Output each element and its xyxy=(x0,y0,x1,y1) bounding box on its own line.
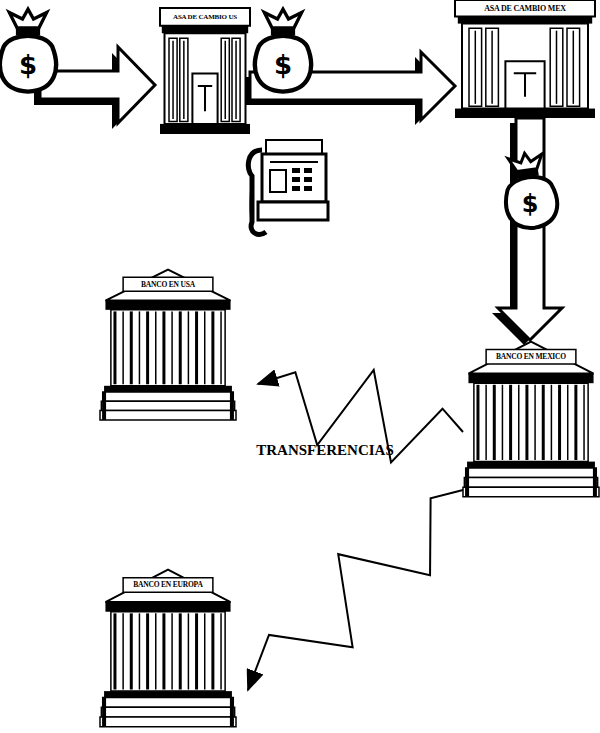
fax-machine xyxy=(248,140,328,234)
sign-text: BANCO EN USA xyxy=(123,277,213,291)
bank-building: BANCO EN MEXICO xyxy=(463,340,599,500)
exchange-house: ASA DE CAMBIO MEX xyxy=(455,0,595,118)
sign-text: BANCO EN MEXICO xyxy=(486,350,576,364)
bank-building: BANCO EN USA xyxy=(100,268,236,423)
exchange-house: ASA DE CAMBIO US xyxy=(160,8,250,134)
transfer-label: TRANSFERENCIAS xyxy=(235,441,415,459)
transfer-zigzag xyxy=(248,490,463,690)
money-bag xyxy=(499,150,560,231)
currency-symbol: $ xyxy=(263,50,303,81)
flow-arrow xyxy=(492,118,562,345)
sign-text: BANCO EN EUROPA xyxy=(123,578,213,593)
bank-outline xyxy=(100,568,236,730)
exchange-house-outline xyxy=(455,0,595,118)
block-arrow xyxy=(498,118,562,340)
arrow-shadow xyxy=(34,53,149,129)
bank-outline xyxy=(463,340,599,500)
money-bag xyxy=(0,9,56,92)
zigzag-line xyxy=(248,490,463,690)
bank-building: BANCO EN EUROPA xyxy=(100,568,236,730)
currency-symbol: $ xyxy=(8,50,48,81)
sign-text: ASA DE CAMBIO MEX xyxy=(458,1,592,16)
bank-outline xyxy=(100,268,236,423)
exchange-house-outline xyxy=(160,8,250,134)
block-arrow xyxy=(40,47,155,123)
currency-symbol: $ xyxy=(510,190,550,219)
sign-text: ASA DE CAMBIO US xyxy=(162,9,248,25)
money-bag xyxy=(255,9,311,92)
